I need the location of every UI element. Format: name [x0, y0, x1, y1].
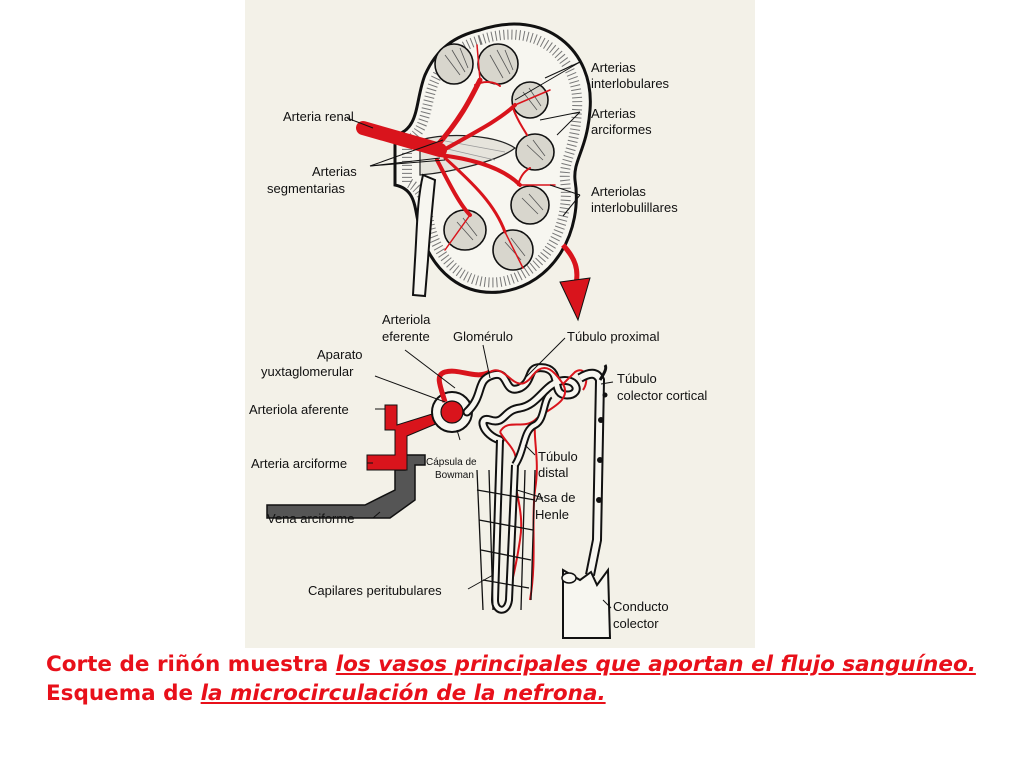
segmental-artery — [443, 156, 507, 234]
label-line: colector cortical — [617, 388, 707, 403]
label-capilares-peritubulares: Capilares peritubulares — [308, 583, 442, 598]
loop-of-henle — [490, 391, 553, 614]
label-arterias-arciformes: Arterias arciformes — [591, 106, 652, 137]
label-line: interlobulares — [591, 76, 670, 91]
label-line: Bowman — [435, 470, 474, 481]
slide-caption: Corte de riñón muestra los vasos princip… — [46, 650, 996, 708]
label-line: Arteriolas — [591, 184, 646, 199]
interlobular-artery — [444, 214, 471, 251]
label-line: colector — [613, 616, 659, 631]
label-arterias-interlobulares: Arterias interlobulares — [591, 60, 670, 91]
renal-artery — [356, 121, 447, 157]
pyramid — [492, 229, 534, 271]
pyramid — [434, 43, 474, 85]
efferent-arteriole — [436, 368, 492, 403]
label-line: Arterias — [312, 164, 357, 179]
label-arteriola-eferente: Arteriola eferente — [382, 312, 434, 344]
label-line: Henle — [535, 507, 569, 522]
label-line: segmentarias — [267, 181, 346, 196]
interlobular-artery — [514, 89, 551, 106]
label-line: Túbulo — [538, 449, 578, 464]
collecting-duct — [562, 567, 612, 639]
label-asa-de-henle: Asa de Henle — [535, 490, 579, 522]
label-line: distal — [538, 465, 568, 480]
label-line: arciformes — [591, 122, 652, 137]
label-arteria-renal: Arteria renal — [283, 109, 354, 124]
label-line: Conducto — [613, 599, 669, 614]
nephron — [266, 363, 612, 639]
label-line: eferente — [382, 329, 430, 344]
label-vena-arciforme: Vena arciforme — [267, 511, 354, 526]
pyramid — [477, 43, 519, 85]
kidney-section — [356, 22, 592, 298]
label-tubulo-proximal: Túbulo proximal — [567, 329, 660, 344]
pyramid — [511, 81, 549, 119]
interlobular-artery — [504, 231, 524, 269]
label-line: interlobulillares — [591, 200, 678, 215]
label-glomerulo: Glomérulo — [453, 329, 513, 344]
pyramid — [510, 185, 550, 225]
arcuate-artery — [512, 107, 528, 136]
caption-line-1-prefix: Corte de riñón muestra — [46, 652, 336, 677]
label-line: Arteriola — [382, 312, 431, 327]
pyramid — [443, 209, 487, 251]
kidney-figure: Arterias interlobulares Arteria renal Ar… — [245, 0, 755, 648]
label-arteriola-aferente: Arteriola aferente — [249, 402, 349, 417]
label-aparato-yuxtaglomerular: Aparato yuxtaglomerular — [261, 347, 366, 379]
ureter — [411, 173, 437, 298]
nephron-diagram: Arterias interlobulares Arteria renal Ar… — [249, 22, 707, 639]
vasa-recta — [476, 469, 536, 611]
label-line: Asa de — [535, 490, 575, 505]
arcuate-artery — [474, 81, 501, 87]
segmental-artery — [435, 158, 472, 217]
label-line: Arterias — [591, 60, 636, 75]
caption-line-1-emphasis: los vasos principales que aportan el flu… — [335, 652, 976, 677]
label-line: Cápsula de — [426, 457, 477, 468]
caption-line-2-prefix: Esquema de — [46, 681, 201, 706]
segmental-artery — [438, 103, 517, 154]
caption-line-2: Esquema de la microcirculación de la nef… — [46, 679, 996, 708]
kidney-cortex — [402, 29, 583, 288]
zoom-arrow — [559, 243, 591, 322]
arcuate-artery — [517, 167, 531, 186]
diagram-labels: Arterias interlobulares Arteria renal Ar… — [249, 60, 707, 631]
label-arteria-arciforme: Arteria arciforme — [251, 456, 347, 471]
duct-opening — [561, 572, 577, 584]
label-arterias-segmentarias: Arterias segmentarias — [267, 164, 360, 196]
arcuate-artery-vessel — [366, 404, 451, 471]
label-line: Arterias — [591, 106, 636, 121]
leader-lines — [346, 61, 614, 609]
caption-line-2-emphasis: la microcirculación de la nefrona. — [200, 681, 606, 706]
glomerulus — [440, 400, 464, 424]
collecting-tubule — [577, 364, 608, 576]
label-tubulo-distal: Túbulo distal — [538, 449, 581, 480]
label-arteriolas-interlobulillares: Arteriolas interlobulillares — [591, 184, 678, 215]
interlobular-artery — [476, 44, 481, 81]
label-capsula-de-bowman: Cápsula de Bowman — [426, 457, 479, 481]
label-conducto-colector: Conducto colector — [613, 599, 672, 631]
label-line: Túbulo — [617, 371, 657, 386]
collecting-tubule-branches — [596, 392, 608, 503]
arcuate-vein — [266, 454, 426, 519]
label-tubulo-colector-cortical: Túbulo colector cortical — [617, 371, 707, 403]
caption-line-1: Corte de riñón muestra los vasos princip… — [46, 650, 996, 679]
label-line: yuxtaglomerular — [261, 364, 354, 379]
segmental-artery — [438, 153, 522, 187]
label-line: Aparato — [317, 347, 363, 362]
